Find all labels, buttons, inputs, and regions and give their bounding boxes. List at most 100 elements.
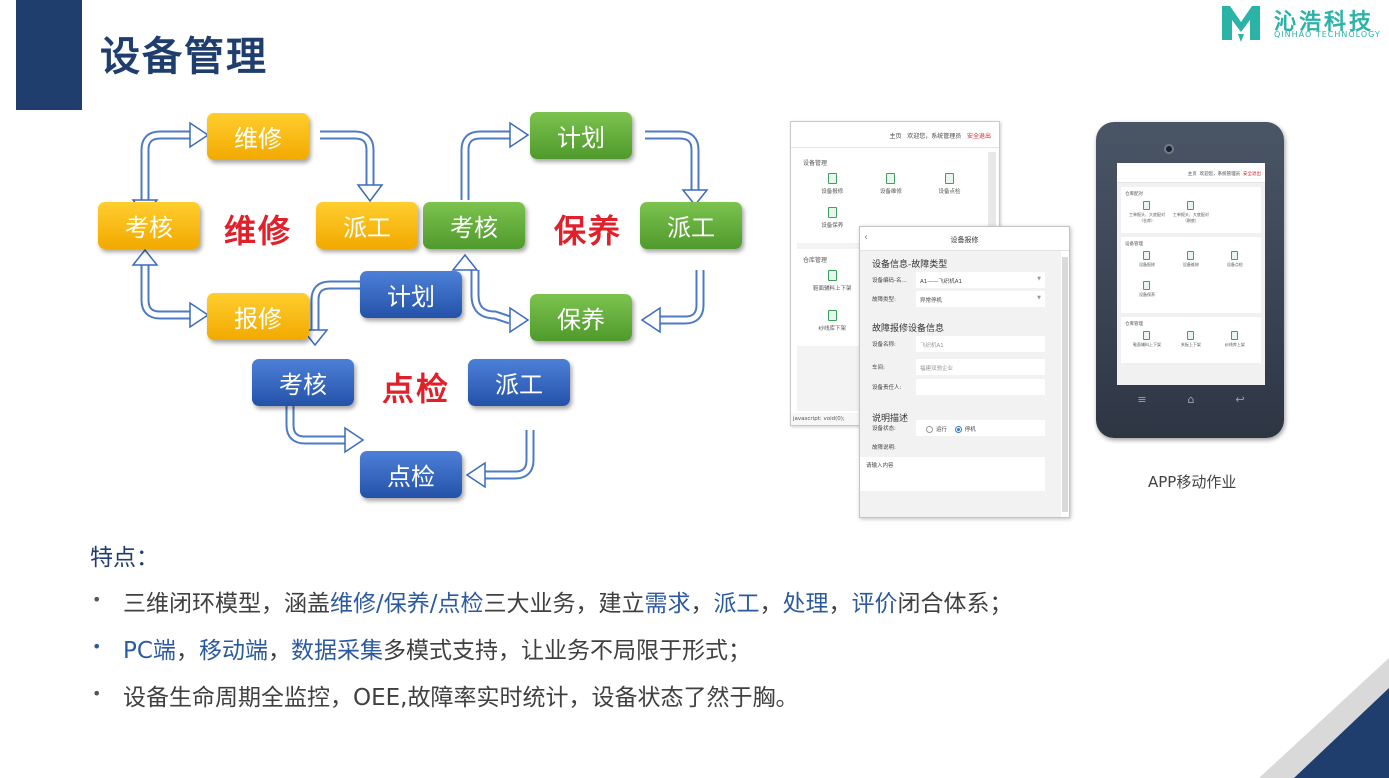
document-icon — [945, 173, 954, 184]
document-icon — [886, 173, 895, 184]
document-icon — [828, 310, 837, 321]
phone-tile-yarn-onshelf[interactable]: 纱线库上架 — [1213, 329, 1257, 359]
form-row-equipment-code: 设备编码-名... A1——飞织机A1▼ — [868, 271, 1045, 288]
back-icon[interactable]: ‹ — [864, 232, 868, 243]
form-body: 设备信息-故障类型 设备编码-名... A1——飞织机A1▼ 故障类型: 异常停… — [860, 251, 1061, 517]
fault-description-textarea[interactable]: 请输入内容 — [860, 457, 1045, 491]
phone-welcome-text: 欢迎您，系统管理员 — [1200, 172, 1241, 177]
pc-tile-repair[interactable]: 设备维修 — [862, 171, 921, 205]
repair-node-assess: 考核 — [98, 202, 200, 249]
workshop-field[interactable]: 福建双驰企业 — [916, 359, 1045, 375]
bullet-icon: • — [92, 684, 101, 703]
field-label: 设备责任人: — [868, 383, 916, 391]
equipment-name-field[interactable]: 飞织机A1 — [916, 336, 1045, 352]
owner-field[interactable] — [916, 379, 1045, 395]
document-icon — [1143, 331, 1150, 340]
document-icon — [1231, 251, 1238, 260]
form-header: ‹ 设备报修 — [860, 227, 1069, 251]
document-icon — [1143, 281, 1150, 290]
inspect-node-plan: 计划 — [360, 271, 462, 318]
phone-section-title: 仓库管理 — [1125, 321, 1257, 327]
bullet-icon: • — [92, 637, 101, 656]
pc-top-nav: 主页 欢迎您，系统管理员 安全退出 — [791, 122, 999, 148]
header-accent-bar — [16, 0, 82, 110]
fault-type-select[interactable]: 异常停机▼ — [916, 291, 1045, 307]
inspect-cycle-label: 点检 — [382, 364, 450, 410]
radio-stopped[interactable] — [955, 426, 962, 433]
phone-home-link[interactable]: 主页 — [1188, 172, 1197, 177]
page-title: 设备管理 — [100, 24, 268, 82]
repair-cycle-label: 维修 — [224, 206, 292, 252]
phone-logout-link[interactable]: 安全退出 — [1243, 172, 1261, 177]
document-icon — [1231, 331, 1238, 340]
phone-top-nav: 主页 欢迎您，系统管理员 安全退出 — [1117, 163, 1265, 183]
repair-node-report: 报修 — [207, 293, 309, 340]
maintain-node-plan: 计划 — [530, 112, 632, 159]
feature-line-3: 设备生命周期全监控，OEE,故障率实时统计，设备状态了然于胸。 — [123, 678, 798, 712]
chevron-down-icon: ▼ — [1037, 276, 1041, 282]
company-logo: 沁浩科技 QINHAO TECHNOLOGY — [1218, 2, 1383, 44]
document-icon — [828, 173, 837, 184]
pc-tile-inspect[interactable]: 设备点检 — [920, 171, 979, 205]
form-section-title: 故障报修设备信息 — [860, 315, 1061, 335]
inspect-node-assess: 考核 — [252, 359, 354, 406]
phone-tile-upper-material[interactable]: 鞋面辅料上下架 — [1125, 329, 1169, 359]
field-label: 车间: — [868, 363, 916, 371]
pc-tile-upper-material[interactable]: 鞋面辅料上下架 — [803, 268, 862, 308]
radio-running[interactable] — [926, 426, 933, 433]
form-row-fault-type: 故障类型: 异常停机▼ — [868, 290, 1045, 307]
field-label: 设备状态: — [868, 424, 916, 432]
menu-icon[interactable]: ≡ — [1137, 393, 1146, 406]
corner-decoration — [1259, 658, 1389, 778]
form-title: 设备报修 — [951, 236, 979, 244]
form-row-owner: 设备责任人: — [868, 378, 1045, 395]
pc-home-link[interactable]: 主页 — [889, 133, 901, 140]
camera-icon — [1164, 144, 1174, 154]
repair-form-screen: ‹ 设备报修 设备信息-故障类型 设备编码-名... A1——飞织机A1▼ 故障… — [859, 226, 1070, 518]
bullet-icon: • — [92, 590, 101, 609]
document-icon — [828, 207, 837, 218]
field-label: 故障类型: — [868, 295, 916, 303]
document-icon — [1143, 201, 1150, 210]
home-icon[interactable]: ⌂ — [1188, 393, 1195, 406]
phone-section-title: 设备管理 — [1125, 241, 1257, 247]
pc-tile-yarn-offshelf[interactable]: 纱线库下架 — [803, 308, 862, 342]
document-icon — [1187, 251, 1194, 260]
feature-line-1: 三维闭环模型，涵盖维修/保养/点检三大业务，建立需求，派工，处理，评价闭合体系； — [123, 584, 1013, 618]
document-icon — [828, 270, 837, 281]
phone-tile-maintain[interactable]: 设备保养 — [1125, 279, 1169, 309]
pc-logout-link[interactable]: 安全退出 — [967, 133, 991, 140]
repair-node-repair: 维修 — [207, 113, 309, 160]
phone-warehouse-section: 仓库管理 鞋面辅料上下架 夹板上下架 纱线库上架 — [1121, 317, 1261, 363]
chevron-down-icon: ▼ — [1037, 295, 1041, 301]
maintain-cycle-label: 保养 — [554, 206, 622, 252]
form-scrollbar[interactable] — [1062, 257, 1068, 512]
phone-tile-repair-request[interactable]: 设备报修 — [1125, 249, 1169, 279]
phone-equipment-section: 设备管理 设备报修 设备维修 设备点检 设备保养 — [1121, 237, 1261, 313]
form-section-title: 设备信息-故障类型 — [860, 251, 1061, 271]
form-row-fault-desc: 故障说明: — [868, 438, 1045, 455]
phone-tile-repair[interactable]: 设备维修 — [1169, 249, 1213, 279]
form-row-workshop: 车间: 福建双驰企业 — [868, 358, 1045, 375]
maintain-node-dispatch: 派工 — [640, 202, 742, 249]
field-label: 故障说明: — [868, 443, 916, 451]
back-arrow-icon[interactable]: ↩ — [1235, 393, 1244, 406]
equipment-code-select[interactable]: A1——飞织机A1▼ — [916, 272, 1045, 288]
phone-tile-pair-warehouse[interactable]: 工单报头、大底配对（仓库） — [1125, 199, 1169, 229]
pc-tile-repair-request[interactable]: 设备报修 — [803, 171, 862, 205]
pc-welcome-text: 欢迎您，系统管理员 — [907, 133, 961, 140]
app-caption: APP移动作业 — [1148, 471, 1236, 492]
pc-section-title: 设备管理 — [803, 158, 979, 167]
inspect-node-inspect: 点检 — [360, 451, 462, 498]
inspect-node-dispatch: 派工 — [468, 359, 570, 406]
logo-icon — [1218, 2, 1264, 44]
status-radio-group: 运行 停机 — [916, 420, 1045, 436]
feature-line-2: PC端，移动端，数据采集多模式支持，让业务不局限于形式； — [123, 631, 751, 665]
phone-tile-pair-sole[interactable]: 工单报头、大底配对（刷底） — [1169, 199, 1213, 229]
document-icon — [1187, 331, 1194, 340]
phone-tile-board[interactable]: 夹板上下架 — [1169, 329, 1213, 359]
phone-tile-inspect[interactable]: 设备点检 — [1213, 249, 1257, 279]
features-title: 特点： — [90, 538, 159, 572]
pc-tile-maintain[interactable]: 设备保养 — [803, 205, 862, 239]
